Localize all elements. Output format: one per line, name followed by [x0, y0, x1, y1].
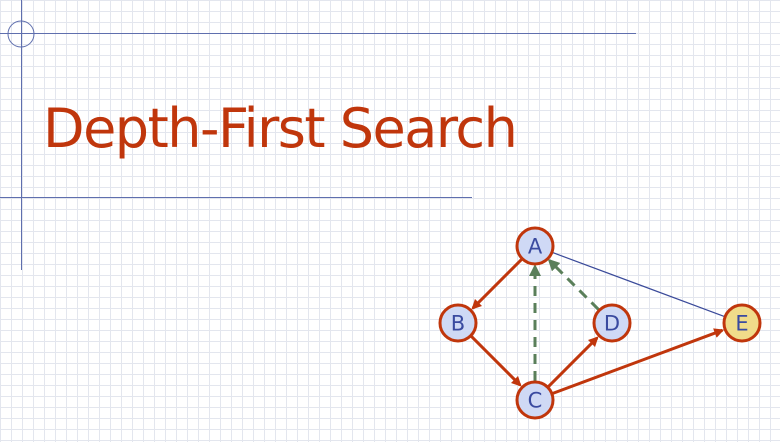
node-c: C [515, 380, 555, 420]
node-b: B [438, 303, 478, 343]
node-d: D [592, 303, 632, 343]
slide-title: Depth-First Search [43, 97, 518, 160]
decor-line-mid [0, 197, 472, 198]
node-circle [722, 303, 762, 343]
edge-c-e [552, 328, 725, 395]
node-circle [515, 380, 555, 420]
node-circle [592, 303, 632, 343]
edge-d-a [547, 258, 600, 311]
decor-circle-mark [7, 20, 35, 48]
edge-c-d [547, 336, 599, 388]
decor-line-top [0, 33, 636, 34]
nodes-layer: A B C D E [438, 226, 762, 420]
node-label: D [604, 312, 620, 336]
node-label: C [528, 389, 543, 413]
decor-line-vertical [21, 0, 22, 270]
node-circle [515, 226, 555, 266]
node-circle [438, 303, 478, 343]
edges-layer [470, 252, 725, 395]
edge-a-b [471, 258, 523, 310]
node-a: A [515, 226, 555, 266]
node-label: A [528, 235, 543, 259]
node-label: E [735, 312, 748, 336]
node-e: E [722, 303, 762, 343]
edge-a-e [552, 252, 725, 317]
edge-b-c [470, 335, 522, 387]
node-label: B [451, 312, 465, 336]
